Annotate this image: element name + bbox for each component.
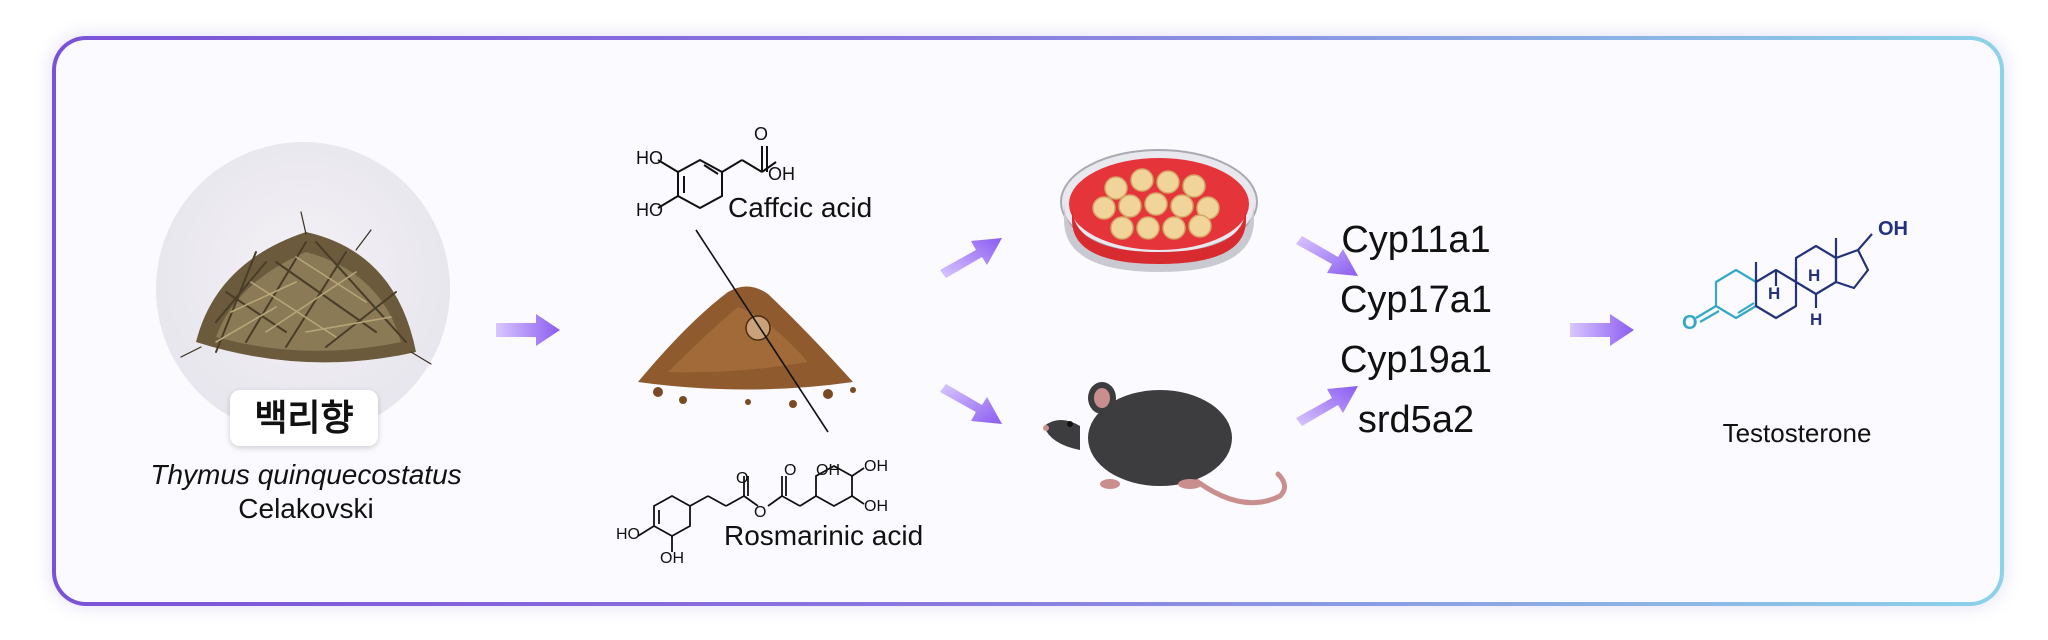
herb-authority: Celakovski [238,493,374,524]
rosmarinic-o-3: O [784,462,797,479]
gene-cyp17a1: Cyp17a1 [1339,279,1493,321]
gene-cyp19a1: Cyp19a1 [1339,339,1493,381]
arrow-down-right-icon [940,384,1002,424]
rosmarinic-oh-2: OH [660,550,684,567]
herb-powder-image [638,286,856,408]
caffeic-oh-2: HO [636,200,663,220]
pointer-line [695,229,829,433]
rosmarinic-oh-1: HO [616,526,640,543]
cell-culture-dish-image [1060,149,1258,272]
testosterone-oh: OH [1878,218,1908,240]
rosmarinic-acid-structure [637,464,865,552]
testosterone-label: Testosterone [1722,418,1872,448]
diagram-frame: 백리향 Thymus quinquecostatus Celakovski HO… [52,36,2004,606]
testosterone-h-1: H [1768,284,1781,303]
gene-list: Cyp11a1 Cyp17a1 Cyp19a1 srd5a2 [1296,210,1536,450]
caffeic-acid-label: Caffcic acid [728,192,873,223]
caffeic-o: O [754,124,769,144]
arrow-right-icon-2 [1570,314,1634,346]
arrow-right-icon [496,314,560,346]
caffeic-oh-1: HO [636,148,663,168]
rosmarinic-o-1: O [736,470,749,487]
mouse-image [1043,382,1287,506]
rosmarinic-oh-4: OH [864,458,888,475]
rosmarinic-o-2: O [754,504,767,521]
herb-species: Thymus quinquecostatus Celakovski [116,458,496,526]
caffeic-acid-structure [657,146,777,210]
diagram-panel: 백리향 Thymus quinquecostatus Celakovski HO… [56,40,2000,602]
arrow-down-right-icon-2 [1296,236,1358,276]
rosmarinic-oh-5: OH [864,498,888,515]
rosmarinic-acid-label: Rosmarinic acid [724,520,924,551]
caffeic-oh-3: OH [768,164,795,184]
testosterone-structure [1695,233,1873,323]
arrow-up-right-icon [940,238,1002,278]
gene-cyp11a1: Cyp11a1 [1341,219,1491,261]
rosmarinic-oh-3: OH [816,462,840,479]
testosterone-h-2: H [1808,266,1821,285]
arrow-up-right-icon-2 [1296,386,1358,426]
gene-srd5a2: srd5a2 [1357,399,1475,441]
testosterone-h-3: H [1810,310,1823,329]
herb-scientific-name: Thymus quinquecostatus [150,459,462,490]
testosterone-o: O [1682,312,1698,334]
herb-korean-name: 백리향 [230,390,378,446]
herb-photo [156,142,450,436]
